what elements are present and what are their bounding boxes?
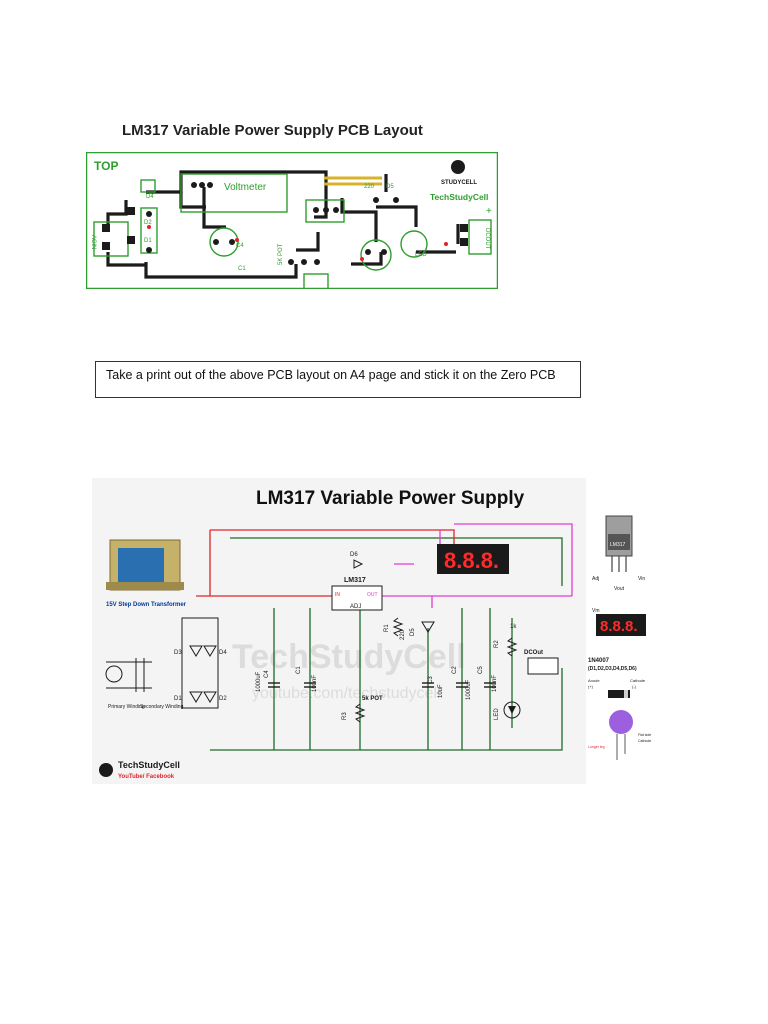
- c2-value: 1000uF: [466, 679, 472, 700]
- d4-label: D4: [219, 650, 227, 656]
- diode-list: (D1,D2,D3,D4,D5,D6): [588, 666, 637, 672]
- anode-label: Anode: [588, 678, 600, 683]
- lm317-label: LM317: [344, 577, 366, 584]
- pcb-r1-label: 220: [364, 184, 375, 190]
- r2-label: R2: [494, 640, 500, 648]
- c1-label: C1: [296, 666, 302, 674]
- watermark-sub: youtube.com/techstudycell: [252, 685, 441, 702]
- lm317-in: IN: [335, 592, 340, 598]
- led-label: LED: [494, 708, 500, 720]
- anode-sign: (+): [588, 684, 594, 689]
- instruction-note: Take a print out of the above PCB layout…: [95, 361, 581, 398]
- r3-value: 5k POT: [362, 696, 383, 702]
- d5-label: D5: [410, 628, 416, 636]
- side-lm317: LM317: [610, 542, 626, 548]
- r3-label: R3: [342, 712, 348, 720]
- pcb-top-label: TOP: [94, 159, 118, 173]
- pcb-brand-label: TechStudyCell: [430, 192, 488, 202]
- watermark-text: TechStudyCell: [232, 638, 466, 676]
- pcb-d2-label: D2: [144, 220, 152, 226]
- component-legend: LM317 Adj Vin Vout 8.8.8. Vm 1N4007 (D1,…: [588, 515, 651, 760]
- techstudycell-logo: STUDYCELL: [441, 160, 477, 186]
- primary-label: Primary Winding: [108, 704, 145, 710]
- led-longer-leg: Longer leg: [588, 745, 605, 749]
- c3-value: 10uF: [438, 684, 444, 698]
- led-symbol: [503, 701, 521, 719]
- d6-label: D6: [350, 552, 358, 558]
- schematic-title: LM317 Variable Power Supply: [256, 488, 525, 509]
- pcb-d4-label: D4: [146, 194, 154, 200]
- svg-text:8.8.8.: 8.8.8.: [444, 548, 499, 573]
- d1-label: D1: [174, 696, 182, 702]
- brand-name: TechStudyCell: [118, 760, 180, 770]
- r1-label: R1: [384, 624, 390, 632]
- brand-sub: YouTube/ Facebook: [118, 774, 175, 780]
- side-vm: Vm: [592, 608, 600, 614]
- c5-label: C5: [478, 666, 484, 674]
- cathode-label: Cathode: [630, 678, 646, 683]
- transformer-label: 15V Step Down Transformer: [106, 602, 187, 608]
- pcb-voltmeter-label: Voltmeter: [224, 182, 267, 193]
- led-cathode: Cathode: [638, 739, 651, 743]
- c4-value: 1000uF: [256, 671, 262, 692]
- d3-label: D3: [174, 650, 182, 656]
- voltmeter-display: 8.8.8.: [437, 544, 509, 574]
- lm317-adj: ADJ: [350, 604, 361, 610]
- led-flat-side: Flat side: [638, 733, 651, 737]
- side-adj: Adj: [592, 576, 599, 582]
- r2-value: 1k: [510, 624, 517, 630]
- lm317-out: OUT: [367, 592, 378, 598]
- pcb-title: LM317 Variable Power Supply PCB Layout: [122, 122, 423, 139]
- svg-text:STUDYCELL: STUDYCELL: [441, 180, 477, 186]
- schematic-figure: TechStudyCell youtube.com/techstudycell …: [92, 478, 586, 784]
- diode-part: 1N4007: [588, 658, 610, 664]
- pcb-dcout-label: DCOUT: [484, 228, 490, 250]
- transformer-symbol: [105, 658, 152, 692]
- side-vin: Vin: [638, 576, 645, 582]
- side-vout: Vout: [614, 586, 625, 592]
- pcb-led-label: LED: [415, 252, 427, 258]
- pcb-d5-label: D5: [386, 184, 394, 190]
- bridge-rectifier: [181, 617, 219, 709]
- cathode-sign: (-): [632, 684, 637, 689]
- pcb-pot-label: 5K POT: [278, 243, 284, 265]
- c2-label: C2: [452, 666, 458, 674]
- pcb-acin-label: ACIN: [90, 235, 96, 249]
- c4-label: C4: [264, 670, 270, 678]
- pcb-layout-figure: TOP Voltmeter TechStudyCell ACIN DCOUT +…: [86, 152, 498, 289]
- r1-value: 220: [400, 629, 406, 640]
- pcb-d1-label: D1: [144, 238, 152, 244]
- c3-label: C3: [428, 676, 434, 684]
- svg-text:+: +: [486, 206, 492, 217]
- brand-icon: [99, 763, 113, 777]
- pcb-c1-label: C1: [238, 266, 246, 272]
- pcb-c4-label: C4: [236, 243, 244, 249]
- transformer-image: [106, 539, 184, 591]
- dcout-label: DCOut: [524, 650, 543, 656]
- d2-label: D2: [219, 696, 227, 702]
- secondary-label: Secondary Winding: [140, 704, 184, 710]
- svg-text:8.8.8.: 8.8.8.: [600, 618, 638, 635]
